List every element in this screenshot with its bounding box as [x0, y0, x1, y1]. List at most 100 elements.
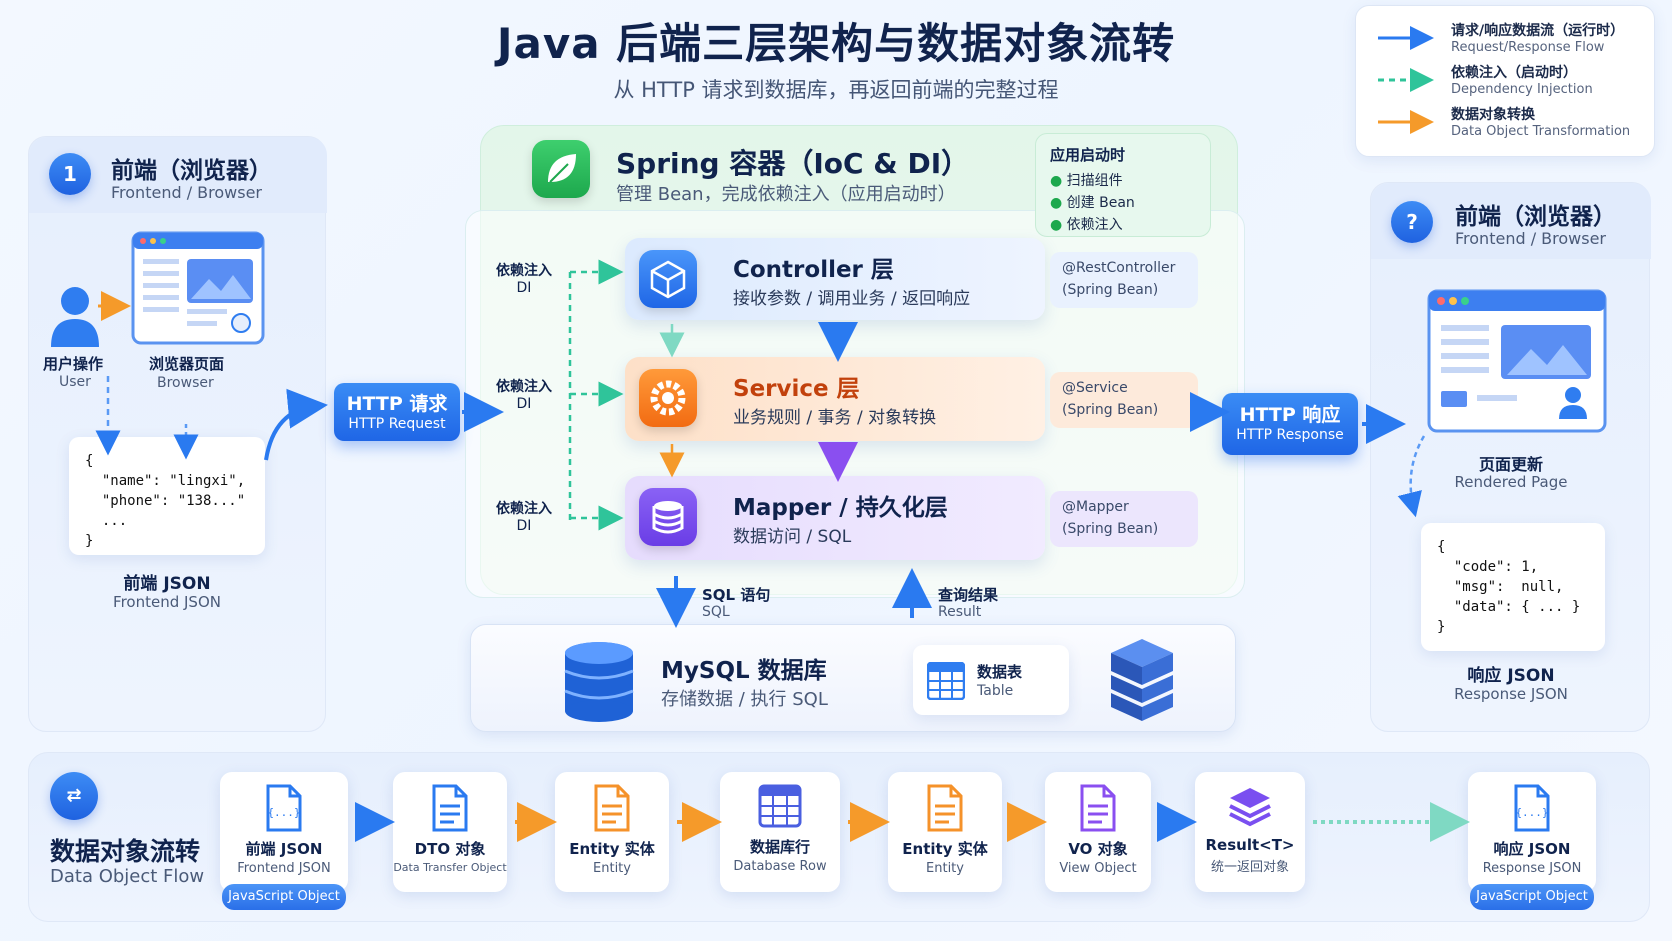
- flow-card-label: VO 对象: [1068, 840, 1128, 858]
- frontend-json-label-en: Frontend JSON: [113, 593, 221, 611]
- json-line: "name": "lingxi",: [85, 473, 246, 489]
- page-down-arrow: [1397, 435, 1426, 518]
- flow-card: Entity 实体 Entity: [555, 772, 669, 892]
- table-label-en: Table: [977, 683, 1014, 699]
- rendered-page-zh: 页面更新: [1478, 455, 1543, 474]
- flow-card-label: Entity 实体: [902, 840, 988, 858]
- check-icon: ●: [1050, 195, 1063, 211]
- flow-card: Entity 实体 Entity: [888, 772, 1002, 892]
- flow-card: DTO 对象 Data Transfer Object: [393, 772, 507, 892]
- check-icon: ●: [1050, 217, 1063, 233]
- flow-card-pill: JavaScript Object: [222, 884, 346, 910]
- response-json-card: { "code": 1, "msg": null, "data": { ... …: [1421, 523, 1605, 651]
- browser-label-zh: 浏览器页面: [149, 355, 225, 373]
- flow-card-label: DTO 对象: [414, 840, 486, 858]
- json-line: "data": { ... }: [1437, 599, 1581, 615]
- startup-title: 应用启动时: [1050, 146, 1126, 164]
- flow-card-sublabel: 统一返回对象: [1210, 860, 1289, 875]
- result-label-zh: 查询结果: [938, 586, 999, 604]
- json-line: }: [85, 533, 94, 549]
- frontend-right-panel: ? 前端（浏览器） Frontend / Browser 页面更新 Render…: [1370, 182, 1651, 732]
- json-line: {: [85, 453, 94, 469]
- flow-card-sublabel: Database Row: [733, 859, 827, 874]
- startup-item-scan: ● 扫描组件: [1050, 173, 1123, 189]
- frontend-right-title: 前端（浏览器）: [1455, 204, 1616, 230]
- document-icon: [1045, 784, 1151, 836]
- frontend-left-title: 前端（浏览器）: [111, 158, 272, 184]
- flow-card-sublabel: Entity: [926, 861, 964, 876]
- json-line: "code": 1,: [1437, 559, 1539, 575]
- spring-leaf-icon: [532, 140, 590, 198]
- flow-card: VO 对象 View Object: [1045, 772, 1151, 892]
- svg-text:{...}: {...}: [267, 806, 300, 819]
- table-label-zh: 数据表: [977, 663, 1023, 681]
- frontend-left-panel: 1 前端（浏览器） Frontend / Browser 用户操作 User 浏…: [28, 136, 327, 732]
- frontend-json-card: { "name": "lingxi", "phone": "138..." ..…: [69, 437, 265, 555]
- flow-card-sublabel: Entity: [593, 861, 631, 876]
- http-request-node: HTTP 请求 HTTP Request: [334, 383, 460, 441]
- user-label-zh: 用户操作: [43, 355, 104, 373]
- response-json-zh: 响应 JSON: [1467, 666, 1555, 686]
- table-card: 数据表 Table: [913, 645, 1069, 715]
- flow-card: Result<T> 统一返回对象: [1195, 772, 1305, 892]
- flow-card-label: Result<T>: [1205, 836, 1295, 854]
- flow-card-sublabel: View Object: [1059, 861, 1137, 876]
- http-request-en: HTTP Request: [348, 416, 446, 432]
- legend-arrows: [1378, 26, 1434, 134]
- legend-di-en: Dependency Injection: [1451, 82, 1593, 97]
- controller-desc: 接收参数 / 调用业务 / 返回响应: [733, 289, 971, 309]
- flow-card-label: Entity 实体: [569, 840, 655, 858]
- service-annotation: @Service (Spring Bean): [1050, 372, 1198, 428]
- http-response-en: HTTP Response: [1236, 427, 1344, 443]
- response-json-en: Response JSON: [1454, 685, 1568, 703]
- spring-subtitle: 管理 Bean，完成依赖注入（应用启动时）: [616, 184, 956, 205]
- rendered-page-icon: [1427, 289, 1607, 433]
- mysql-cylinder-icon: [564, 642, 634, 722]
- database-icon: [639, 488, 697, 546]
- startup-box: 应用启动时 ● 扫描组件 ● 创建 Bean ● 依赖注入: [1035, 133, 1211, 237]
- mysql-desc: 存储数据 / 执行 SQL: [661, 689, 828, 710]
- cube-icon: [639, 250, 697, 308]
- legend-transform-en: Data Object Transformation: [1451, 124, 1631, 139]
- user-icon: [51, 287, 99, 347]
- user-label-en: User: [59, 374, 91, 390]
- controller-layer: Controller 层 接收参数 / 调用业务 / 返回响应: [625, 238, 1045, 320]
- layers-icon: [1195, 784, 1305, 834]
- svg-text:{...}: {...}: [1515, 806, 1548, 819]
- json-line: "msg": null,: [1437, 579, 1564, 595]
- startup-item-create: ● 创建 Bean: [1050, 195, 1135, 211]
- check-icon: ●: [1050, 173, 1063, 189]
- flow-card-sublabel: Data Transfer Object: [393, 861, 507, 874]
- http-response-zh: HTTP 响应: [1239, 404, 1341, 426]
- document-icon: [393, 784, 507, 836]
- mysql-title: MySQL 数据库: [661, 658, 827, 684]
- mapper-annotation: @Mapper (Spring Bean): [1050, 491, 1198, 547]
- controller-title: Controller 层: [733, 257, 894, 283]
- service-layer: Service 层 业务规则 / 事务 / 对象转换: [625, 357, 1045, 441]
- json-line: "phone": "138...": [85, 493, 246, 509]
- flow-title-en: Data Object Flow: [50, 866, 205, 887]
- rendered-page-en: Rendered Page: [1454, 473, 1568, 491]
- flow-card-sublabel: Frontend JSON: [237, 861, 331, 876]
- mysql-box: MySQL 数据库 存储数据 / 执行 SQL 数据表 Table: [470, 624, 1236, 732]
- mapper-desc: 数据访问 / SQL: [733, 527, 852, 547]
- frontend-left-subtitle: Frontend / Browser: [111, 183, 263, 202]
- frontend-right-subtitle: Frontend / Browser: [1455, 229, 1607, 248]
- json-to-request-arrow: [264, 388, 328, 461]
- server-stack-icon: [1111, 639, 1173, 721]
- flow-card: {...} 前端 JSON Frontend JSON: [220, 772, 348, 892]
- sql-label-zh: SQL 语句: [702, 586, 771, 604]
- step-badge-icon: ?: [1391, 201, 1433, 243]
- legend-transform-zh: 数据对象转换: [1451, 107, 1535, 123]
- gear-icon: [639, 369, 697, 427]
- flow-card-sublabel: Response JSON: [1482, 861, 1582, 876]
- result-label-en: Result: [938, 604, 982, 620]
- table-grid-icon: [927, 662, 965, 700]
- flow-card-label: 前端 JSON: [245, 840, 323, 858]
- mapper-title: Mapper / 持久化层: [733, 495, 948, 521]
